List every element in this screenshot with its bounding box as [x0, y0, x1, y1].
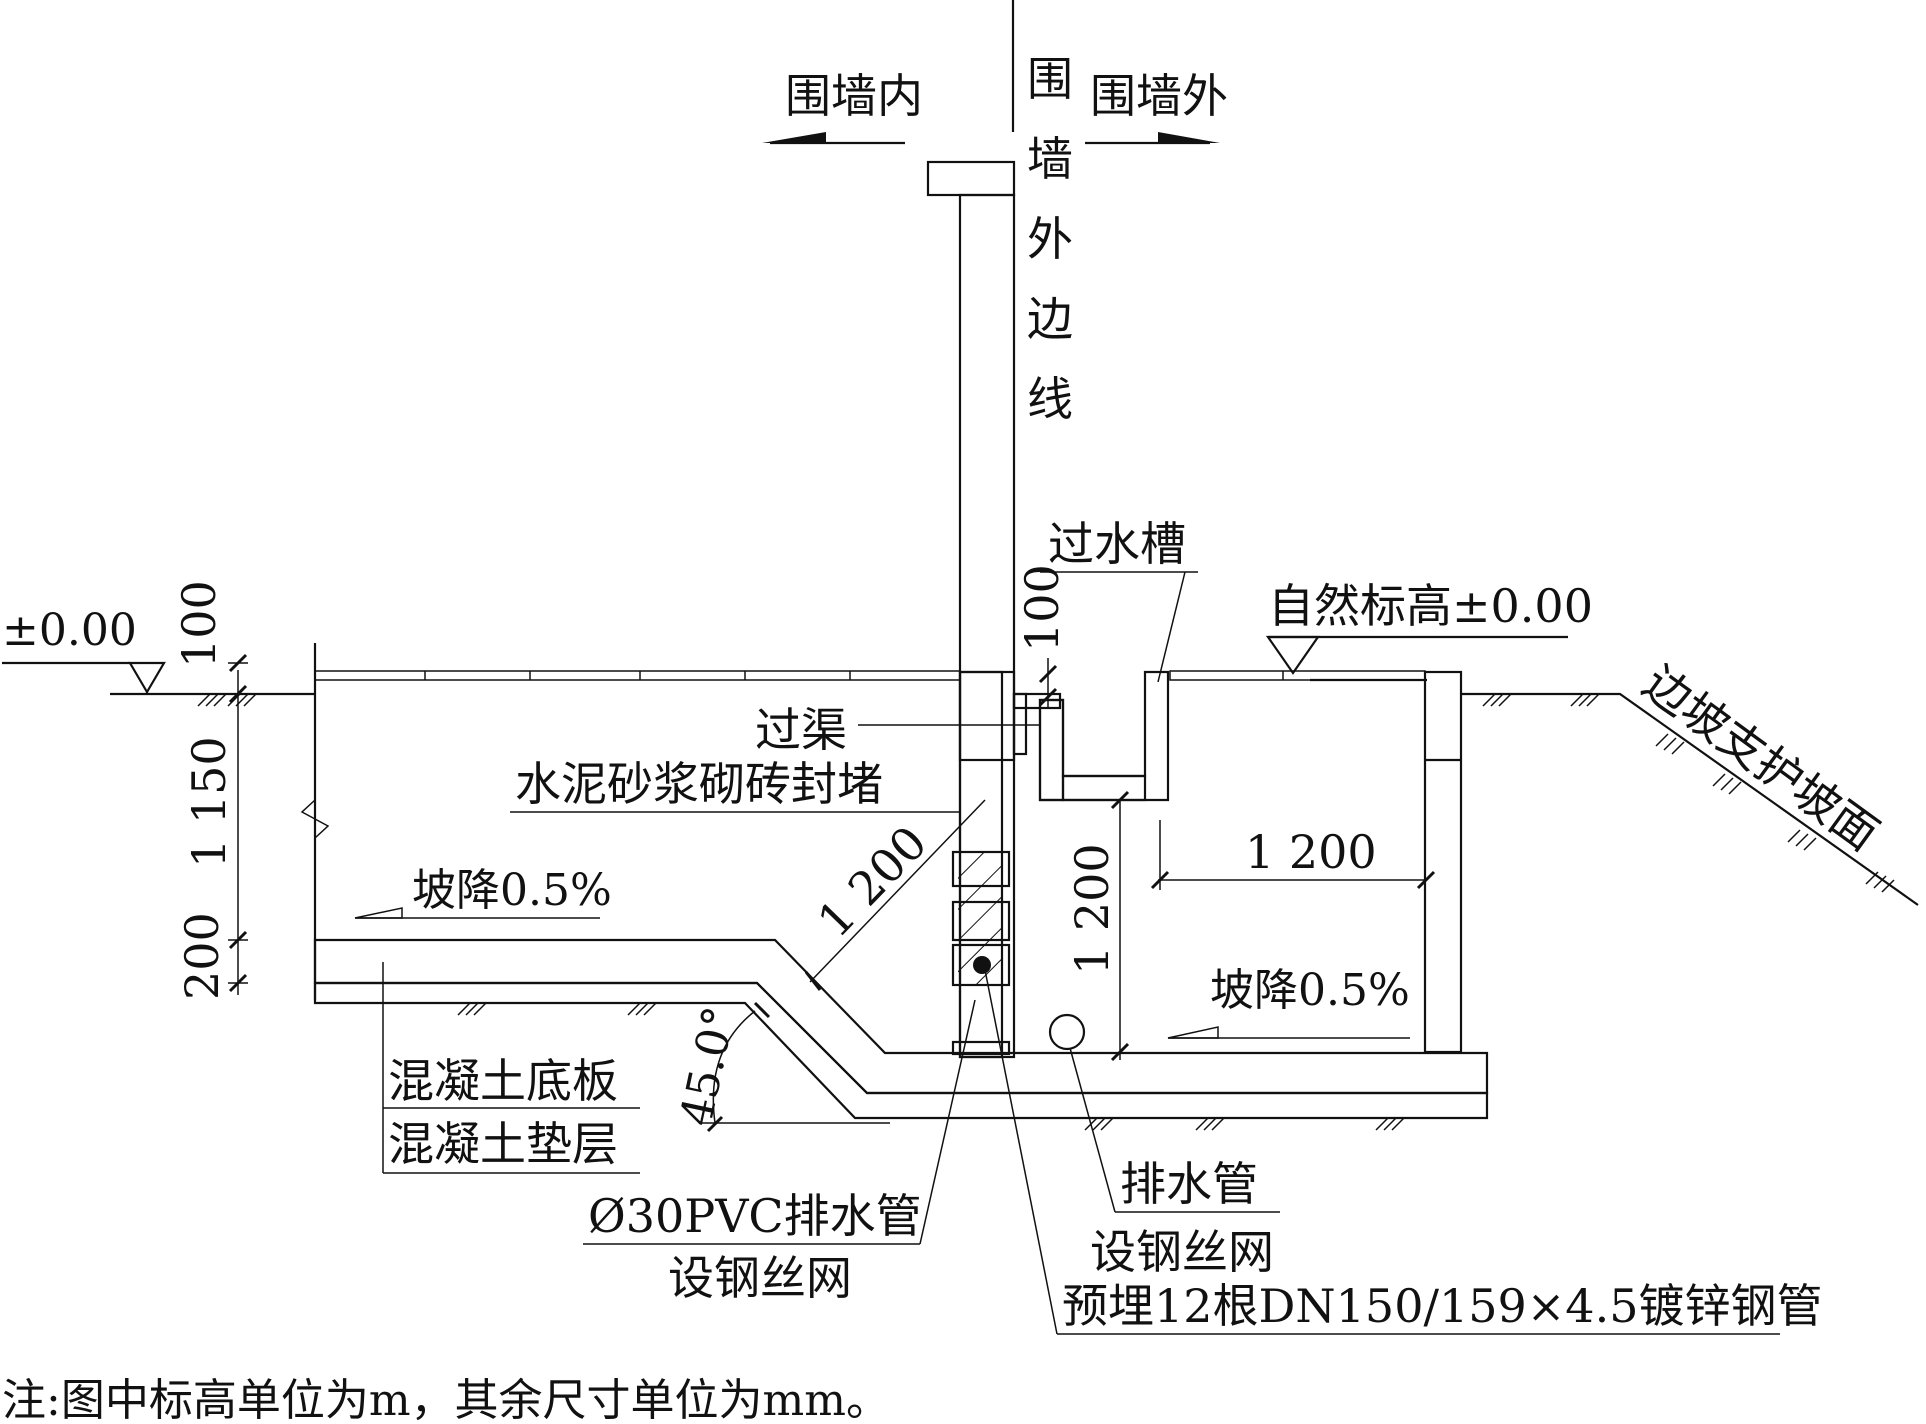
wall-line-char-3: 外 — [1027, 212, 1073, 266]
annotations: 过水槽 过渠 水泥砂浆砌砖封堵 边坡支护坡面 混凝土底板 混凝土垫层 Ø30PV… — [2, 517, 1889, 1424]
mesh-label-2: 设钢丝网 — [1090, 1225, 1274, 1279]
soil-symbols — [197, 693, 1895, 1131]
dim-1200-horiz: 1 200 — [1245, 825, 1377, 879]
dim-1200-diag-line — [809, 799, 986, 983]
outside-arrow-head — [1158, 132, 1220, 143]
elev-left-symbol — [128, 661, 166, 695]
dim-200: 200 — [175, 912, 229, 1000]
break-symbol — [300, 799, 330, 839]
slope-face-label: 边坡支护坡面 — [1634, 655, 1889, 861]
cushion-label: 混凝土垫层 — [388, 1117, 618, 1171]
dim-100-left: 100 — [172, 580, 226, 668]
note-text: 注:图中标高单位为m，其余尺寸单位为mm。 — [2, 1375, 890, 1424]
slope-right-label: 坡降0.5% — [1210, 965, 1410, 1016]
slope-top-arrow — [354, 907, 403, 919]
dim-1150: 1 150 — [182, 736, 236, 868]
concrete-cushion — [313, 981, 1489, 1120]
trough-bottom — [1061, 774, 1147, 802]
right-wall — [1423, 670, 1463, 1054]
drain-label: 排水管 — [1120, 1157, 1258, 1211]
dim-100-mid: 100 — [1015, 564, 1069, 652]
enclosure-wall — [926, 160, 1028, 1059]
angle-arc — [712, 1010, 756, 1124]
embedded-pipe-dot — [973, 956, 991, 974]
wall-line-char-4: 边 — [1027, 292, 1073, 346]
drain-pipe — [1048, 1013, 1086, 1051]
inside-arrow-head — [762, 132, 826, 143]
dim-1200-vert: 1 200 — [1065, 843, 1119, 975]
channel-label: 过渠 — [755, 703, 847, 757]
trough-left-wall — [1038, 698, 1065, 802]
inside-label: 围墙内 — [785, 69, 923, 123]
dim-1200-diag: 1 200 — [807, 815, 937, 947]
paving-left — [314, 670, 961, 681]
seal-label: 水泥砂浆砌砖封堵 — [515, 757, 883, 811]
wall-line-char-5: 线 — [1027, 372, 1073, 426]
slab-label: 混凝土底板 — [388, 1054, 618, 1108]
wall-line-char-2: 墙 — [1027, 132, 1073, 186]
wall-cap — [926, 160, 1016, 197]
pipes-label: 预埋12根DN150/159×4.5镀锌钢管 — [1062, 1279, 1822, 1333]
pvc-label: Ø30PVC排水管 — [588, 1189, 922, 1243]
elev-left-label: ±0.00 — [2, 605, 137, 656]
slope-top-label: 坡降0.5% — [412, 865, 612, 916]
outside-label: 围墙外 — [1090, 69, 1228, 123]
trough-label: 过水槽 — [1048, 517, 1186, 571]
dimensions: 100 1 150 200 100 1 200 1 200 1 200 45.0… — [172, 564, 1436, 1133]
trough-body — [1038, 670, 1170, 802]
angle-label: 45.0° — [671, 1002, 746, 1130]
natural-elevation-marker: 自然标高±0.00 — [1265, 579, 1593, 675]
ground-surface — [2, 643, 1919, 1000]
wall-line-char-1: 围 — [1027, 52, 1073, 106]
pipes-leader — [984, 969, 1058, 1335]
natural-elev-label: 自然标高±0.00 — [1268, 579, 1593, 633]
wall-body — [958, 193, 1016, 762]
slope-support-line — [1460, 692, 1919, 906]
drain-leader — [1069, 1047, 1116, 1213]
slope-right-arrow — [1167, 1026, 1219, 1039]
mesh-label-1: 设钢丝网 — [668, 1251, 852, 1305]
right-wall-body — [1423, 670, 1463, 1054]
pvc-leader — [919, 999, 976, 1245]
natural-elev-symbol — [1265, 635, 1321, 675]
seal-gap — [1012, 692, 1028, 756]
trough — [1012, 670, 1170, 802]
slope-indicators: 坡降0.5% 坡降0.5% — [354, 865, 1410, 1039]
wall-line-label: 围 墙 外 边 线 — [1027, 52, 1073, 426]
paving-right — [1169, 670, 1426, 681]
trough-leader — [1157, 571, 1186, 683]
direction-indicators: 围墙内 围墙外 围 墙 外 边 线 — [762, 0, 1228, 426]
